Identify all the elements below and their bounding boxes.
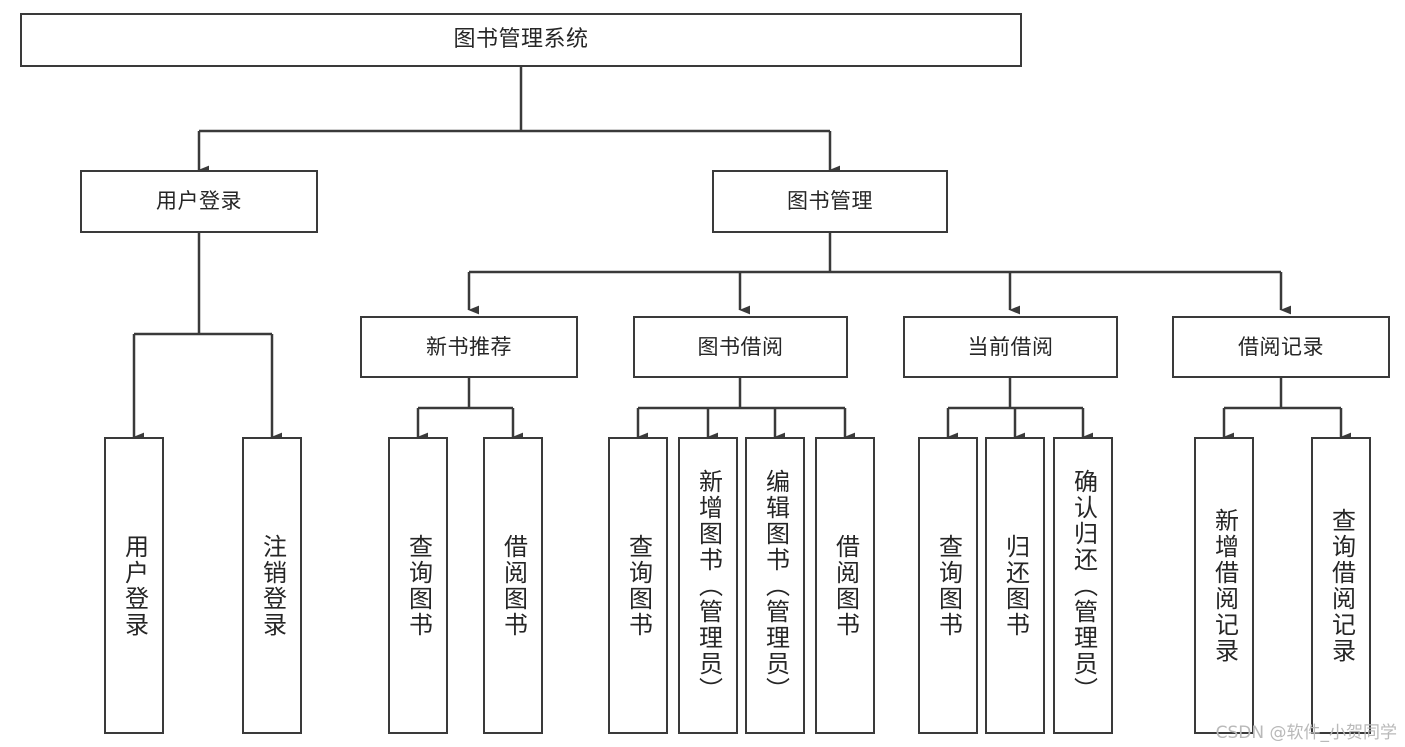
node-leaf-user-login-label: 用户登录	[120, 533, 149, 638]
node-borrow-record-label: 借阅记录	[1238, 334, 1324, 359]
node-leaf-borrow-book-1-label: 借阅图书	[499, 533, 528, 638]
node-leaf-edit-book-label: 编辑图书（管理员）	[761, 468, 790, 703]
node-book-borrow-label: 图书借阅	[697, 334, 784, 359]
node-borrow-record[interactable]: 借阅记录	[1172, 316, 1390, 378]
node-new-book-recommend[interactable]: 新书推荐	[360, 316, 578, 378]
node-leaf-query-record-label: 查询借阅记录	[1327, 507, 1356, 664]
node-leaf-query-book-3[interactable]: 查询图书	[918, 437, 978, 734]
node-leaf-borrow-book-2-label: 借阅图书	[831, 533, 860, 638]
node-book-borrow[interactable]: 图书借阅	[633, 316, 848, 378]
node-leaf-add-record-label: 新增借阅记录	[1210, 507, 1239, 664]
node-leaf-query-record[interactable]: 查询借阅记录	[1311, 437, 1371, 734]
node-current-borrow[interactable]: 当前借阅	[903, 316, 1118, 378]
node-leaf-query-book-1[interactable]: 查询图书	[388, 437, 448, 734]
node-leaf-return-book-label: 归还图书	[1001, 533, 1030, 638]
node-leaf-edit-book[interactable]: 编辑图书（管理员）	[745, 437, 805, 734]
node-leaf-user-logout[interactable]: 注销登录	[242, 437, 302, 734]
node-leaf-borrow-book-2[interactable]: 借阅图书	[815, 437, 875, 734]
node-book-manage-label: 图书管理	[787, 189, 873, 214]
node-leaf-confirm-return-label: 确认归还（管理员）	[1069, 468, 1098, 703]
node-user-login[interactable]: 用户登录	[80, 170, 318, 233]
node-leaf-confirm-return[interactable]: 确认归还（管理员）	[1053, 437, 1113, 734]
node-leaf-return-book[interactable]: 归还图书	[985, 437, 1045, 734]
node-leaf-query-book-2[interactable]: 查询图书	[608, 437, 668, 734]
node-leaf-add-book[interactable]: 新增图书（管理员）	[678, 437, 738, 734]
node-leaf-user-logout-label: 注销登录	[258, 533, 287, 638]
node-leaf-user-login[interactable]: 用户登录	[104, 437, 164, 734]
node-new-book-recommend-label: 新书推荐	[426, 334, 512, 359]
node-leaf-query-book-2-label: 查询图书	[624, 533, 653, 638]
node-user-login-label: 用户登录	[156, 189, 242, 214]
csdn-watermark: CSDN @软件_小贺同学	[1215, 723, 1397, 743]
node-current-borrow-label: 当前借阅	[967, 334, 1054, 359]
node-leaf-borrow-book-1[interactable]: 借阅图书	[483, 437, 543, 734]
node-leaf-add-record[interactable]: 新增借阅记录	[1194, 437, 1254, 734]
node-root-system-label: 图书管理系统	[453, 27, 589, 53]
node-leaf-query-book-1-label: 查询图书	[404, 533, 433, 638]
node-leaf-add-book-label: 新增图书（管理员）	[694, 468, 723, 703]
node-root-system[interactable]: 图书管理系统	[20, 13, 1022, 67]
node-book-manage[interactable]: 图书管理	[712, 170, 948, 233]
node-leaf-query-book-3-label: 查询图书	[934, 533, 963, 638]
